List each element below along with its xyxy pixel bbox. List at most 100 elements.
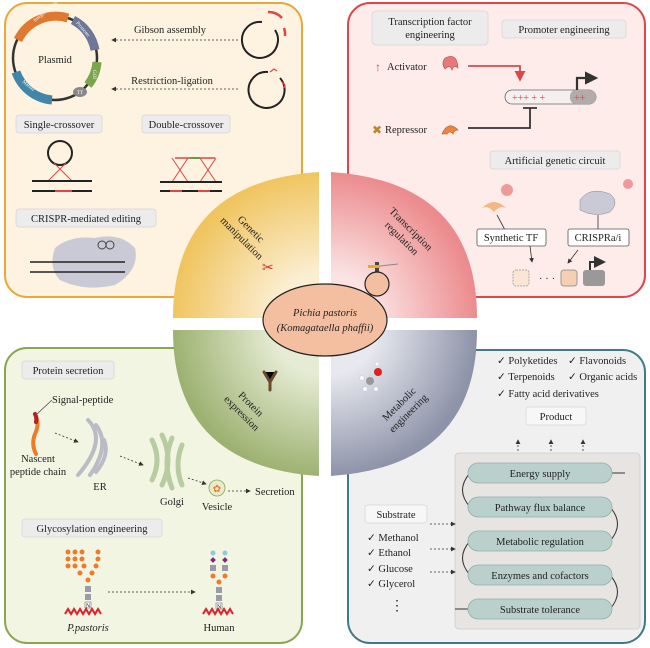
vesicle-icon bbox=[208, 479, 226, 497]
protein-secretion-box bbox=[21, 360, 115, 380]
crispr-effector-icon bbox=[623, 179, 633, 189]
gene-block-icon bbox=[583, 270, 605, 286]
tf-engineering-box bbox=[371, 10, 489, 46]
arrow bbox=[529, 245, 534, 263]
gibson-assembly-label: Gibson assembly bbox=[134, 25, 207, 36]
human-glycan-icon: N bbox=[202, 550, 234, 616]
product-box bbox=[525, 406, 587, 426]
glycosylation-label: Glycosylation engineering bbox=[36, 524, 148, 535]
product-label: Product bbox=[540, 412, 573, 423]
promoter-engineering-box bbox=[501, 19, 627, 39]
activator-icon bbox=[442, 56, 459, 71]
cas9-dna-icon bbox=[30, 236, 136, 288]
linear-vector-icon bbox=[240, 10, 287, 59]
substrate-item: ✓ Methanol bbox=[367, 533, 419, 544]
digested-vector-icon bbox=[247, 68, 286, 109]
plasmid-part-marker bbox=[11, 70, 53, 105]
signal-peptide-label: Signal-peptide bbox=[52, 395, 114, 406]
product-item: ✓ Flavonoids bbox=[568, 356, 626, 367]
module-energy-supply bbox=[467, 462, 613, 484]
asparagine-label: N bbox=[86, 604, 91, 610]
quadrant-genetic-manipulation[interactable] bbox=[173, 172, 319, 318]
crispr-editing-box bbox=[15, 208, 157, 228]
crispr-ai-label: CRISPRa/i bbox=[575, 233, 622, 244]
single-crossover-box bbox=[15, 114, 103, 134]
plasmid-label: Plasmid bbox=[38, 55, 73, 66]
up-arrow-icon: ↑ bbox=[375, 60, 381, 74]
single-crossover-label: Single-crossover bbox=[24, 120, 95, 131]
arrow bbox=[567, 249, 579, 264]
genetic-circuit-box bbox=[489, 150, 621, 170]
product-item: ✓ Organic acids bbox=[568, 372, 637, 383]
single-crossover-diagram bbox=[32, 140, 92, 192]
arrow bbox=[187, 477, 207, 486]
binding-site-icon bbox=[512, 269, 530, 287]
double-crossover-label: Double-crossover bbox=[149, 120, 224, 131]
tss-arrow-icon bbox=[575, 71, 599, 90]
module-label: Metabolic regulation bbox=[496, 537, 585, 548]
substrate-item: ✓ Glycerol bbox=[367, 579, 415, 590]
quadrant-metabolic-engineering[interactable] bbox=[331, 330, 477, 476]
product-item: ✓ Fatty acid derivatives bbox=[497, 389, 599, 400]
signal-peptide-icon bbox=[33, 412, 39, 424]
module-label: Pathway flux balance bbox=[495, 503, 586, 514]
promoter-engineering-label: Promoter engineering bbox=[518, 25, 610, 36]
plasmid-part-promoter bbox=[70, 16, 100, 51]
synthetic-tf-box bbox=[476, 228, 547, 247]
activator-label: Activator bbox=[387, 62, 427, 73]
quadrant-protein-expression[interactable] bbox=[173, 330, 319, 476]
double-crossover-diagram bbox=[160, 157, 222, 192]
plasmid-part-goi bbox=[84, 61, 102, 88]
tf-engineering-label: Transcription factor bbox=[388, 17, 472, 28]
tss-arrow-icon bbox=[589, 256, 606, 270]
pastoris-label: P.pastoris bbox=[66, 623, 109, 634]
substrate-more: ⋮ bbox=[390, 599, 404, 614]
crispr-ai-box bbox=[567, 228, 630, 247]
ellipsis: · · · bbox=[539, 273, 556, 285]
plasmid-part-label: GOI bbox=[91, 70, 96, 79]
golgi-icon bbox=[149, 432, 185, 491]
yeast-cell bbox=[262, 283, 388, 357]
module-label: Energy supply bbox=[510, 469, 572, 480]
protein-cargo-icon: ✿ bbox=[213, 484, 221, 495]
connector bbox=[496, 214, 506, 231]
arrow bbox=[54, 432, 79, 443]
activation-arrow bbox=[468, 65, 526, 82]
promoter-core bbox=[570, 90, 596, 104]
restriction-ligation-label: Restriction-ligation bbox=[131, 76, 213, 87]
repression-arrow bbox=[468, 107, 537, 129]
substrate-item: ✓ Glucose bbox=[367, 564, 413, 575]
substrate-label: Substrate bbox=[376, 510, 415, 521]
repressor-icon bbox=[441, 125, 459, 135]
yeast-glycan-icon: N bbox=[64, 549, 102, 616]
scissors-icon: ✂ bbox=[262, 261, 274, 276]
module-substrate-tolerance bbox=[467, 598, 613, 620]
protein-secretion-label: Protein secretion bbox=[33, 366, 105, 377]
product-item: ✓ Terpenoids bbox=[497, 372, 555, 383]
nascent-label: peptide chain bbox=[10, 467, 67, 478]
synthetic-tf-label: Synthetic TF bbox=[484, 233, 539, 244]
organism-synonym: (Komagataella phaffii) bbox=[277, 323, 374, 334]
plasmid: Plasmid Integration site Promoter GOI TT… bbox=[11, 0, 102, 105]
substrate-item: ✓ Ethanol bbox=[367, 548, 411, 559]
dcas9-icon bbox=[579, 190, 616, 215]
module-connectors bbox=[455, 472, 625, 610]
crispr-editing-label: CRISPR-mediated editing bbox=[31, 214, 142, 225]
synthetic-tf-icon bbox=[482, 202, 506, 212]
screwdriver-icon bbox=[368, 262, 399, 276]
promoter-core-elements: ++ bbox=[574, 93, 586, 104]
molecule-icon bbox=[359, 361, 382, 392]
yeast-bud bbox=[364, 271, 390, 297]
glycosylation-box bbox=[21, 518, 163, 538]
asparagine-label: N bbox=[217, 605, 222, 611]
plasmid-part-integration-site bbox=[13, 11, 70, 43]
effector-icon bbox=[501, 184, 513, 196]
module-label: Enzymes and cofactors bbox=[491, 571, 588, 582]
organism-name: Pichia pastoris bbox=[292, 308, 357, 319]
plasmid-part-tt bbox=[73, 87, 87, 97]
er-icon bbox=[76, 418, 108, 477]
genetic-circuit-label: Artificial genetic circuit bbox=[505, 156, 606, 167]
secretion-label: Secretion bbox=[255, 487, 295, 498]
arrow bbox=[119, 455, 144, 466]
